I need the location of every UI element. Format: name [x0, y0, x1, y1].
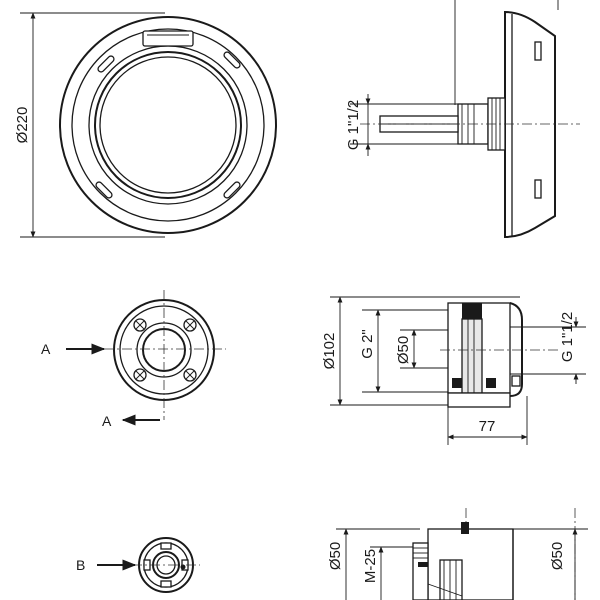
top-lamp-body	[504, 10, 556, 239]
middle-niche-body	[447, 302, 523, 408]
section-b-label: B	[76, 557, 85, 573]
top-ring-slots	[95, 51, 241, 199]
top-clip-tab	[142, 30, 194, 47]
bottom-section-view: Ø50 M-25 Ø50	[327, 508, 588, 600]
top-side-view: G 1"1/2	[345, 0, 580, 239]
top-thread-label: G 1"1/2	[345, 100, 362, 150]
middle-section-view: Ø102 G 2" Ø50 G 1"1/2 77	[321, 296, 586, 445]
section-a-top-label: A	[41, 341, 51, 357]
top-front-view: Ø220	[14, 12, 277, 238]
bottom-diameter-right-label: Ø50	[549, 542, 566, 570]
mid-diameter-outer-label: Ø102	[321, 333, 338, 370]
mid-thread-right-label: G 1"1/2	[559, 312, 576, 362]
middle-front-view: A A	[41, 290, 226, 429]
mid-diameter-inner-label: Ø50	[395, 336, 412, 364]
middle-screws	[133, 318, 197, 382]
mid-length-label: 77	[479, 418, 496, 435]
bottom-thread-label: M-25	[362, 549, 379, 583]
section-a-bottom-label: A	[102, 413, 112, 429]
bottom-front-view: B	[76, 537, 200, 593]
top-diameter-label: Ø220	[14, 107, 31, 144]
bottom-fitting-body	[412, 522, 514, 600]
bottom-diameter-left-label: Ø50	[327, 542, 344, 570]
mid-thread-inner-label: G 2"	[359, 329, 376, 359]
